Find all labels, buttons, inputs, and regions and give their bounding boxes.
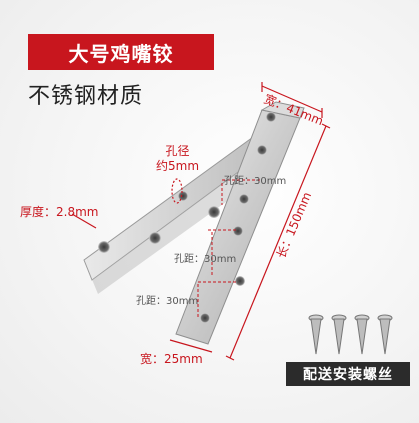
screw <box>308 314 324 355</box>
screw-hole <box>257 145 267 155</box>
screw-hole <box>235 276 245 286</box>
spacing-label-2: 孔距：30mm <box>174 254 237 265</box>
width-bottom-label: 宽：25mm <box>140 352 203 366</box>
long-plate <box>175 101 305 345</box>
thickness-pointer <box>71 213 97 229</box>
screw-hole <box>233 226 243 236</box>
hole-diameter-label-line1: 孔径 <box>165 144 190 158</box>
hole-diameter-label: 孔径 约5mm <box>156 144 199 174</box>
width-top-dimension <box>261 85 323 113</box>
hole-diameter-label-line2: 约5mm <box>156 159 200 173</box>
spacing-label-1: 孔距：30mm <box>224 176 287 187</box>
thickness-label: 厚度：2.8mm <box>20 205 99 219</box>
screw-hole <box>149 232 161 244</box>
screw <box>377 314 393 355</box>
pivot-hole <box>266 112 276 122</box>
dimension-lines <box>71 82 331 361</box>
width-bottom-dimension <box>169 339 213 353</box>
hole-diameter-marker <box>171 178 183 204</box>
screw-hole <box>208 206 220 218</box>
spacing-guides <box>197 179 262 318</box>
material-subtitle: 不锈钢材质 <box>28 84 144 109</box>
screw-hole <box>178 191 188 201</box>
screw-hole <box>200 313 210 323</box>
title-badge: 大号鸡嘴铰 <box>28 34 214 70</box>
screws-caption: 配送安装螺丝 <box>286 362 410 386</box>
screw-hole <box>98 241 110 253</box>
spacing-label-3: 孔距：30mm <box>136 296 199 307</box>
screws <box>308 314 393 355</box>
length-dimension <box>229 125 327 359</box>
screw <box>354 314 370 355</box>
screw <box>331 314 347 355</box>
screw-hole <box>239 194 249 204</box>
